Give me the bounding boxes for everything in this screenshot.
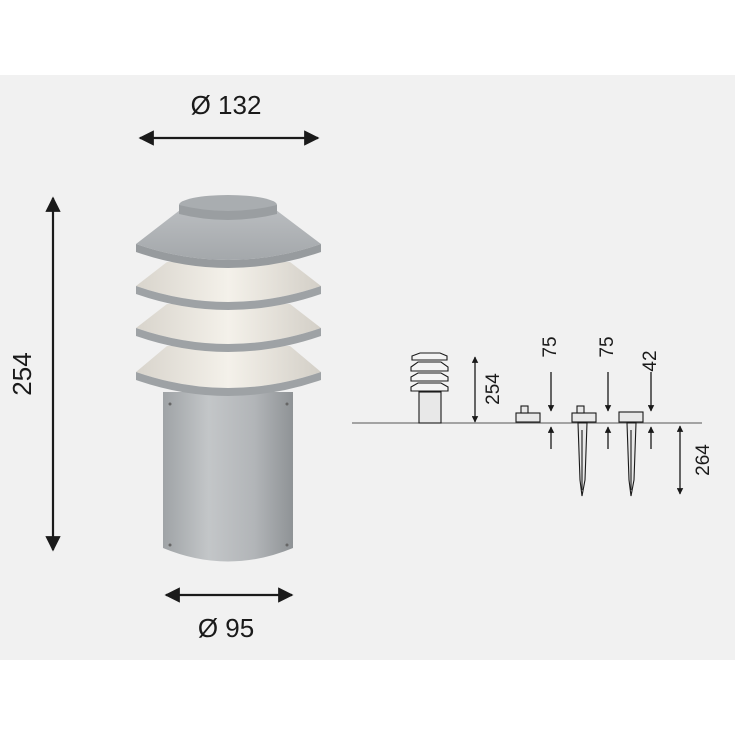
installation-view	[352, 352, 702, 497]
fixture-height-label: 254	[483, 373, 504, 405]
dimension-base-diameter: Ø 95	[164, 587, 294, 643]
mount-flat-base	[515, 405, 541, 423]
height-label: 254	[7, 352, 37, 395]
mount-spike-c	[618, 411, 644, 497]
top-diameter-label: Ø 132	[191, 90, 262, 120]
dimension-top-diameter: Ø 132	[138, 90, 320, 146]
mount-b-label: 75	[597, 336, 618, 357]
dimension-height: 254	[7, 196, 61, 552]
mount-spike-b	[571, 405, 597, 497]
bollard-illustration	[136, 195, 321, 562]
mount-a-label: 75	[540, 336, 561, 357]
small-bollard-outline	[410, 352, 449, 424]
background-band	[0, 75, 735, 660]
base-diameter-label: Ø 95	[198, 613, 254, 643]
mount-c-label: 42	[640, 350, 661, 371]
spike-depth-label: 264	[693, 444, 714, 476]
